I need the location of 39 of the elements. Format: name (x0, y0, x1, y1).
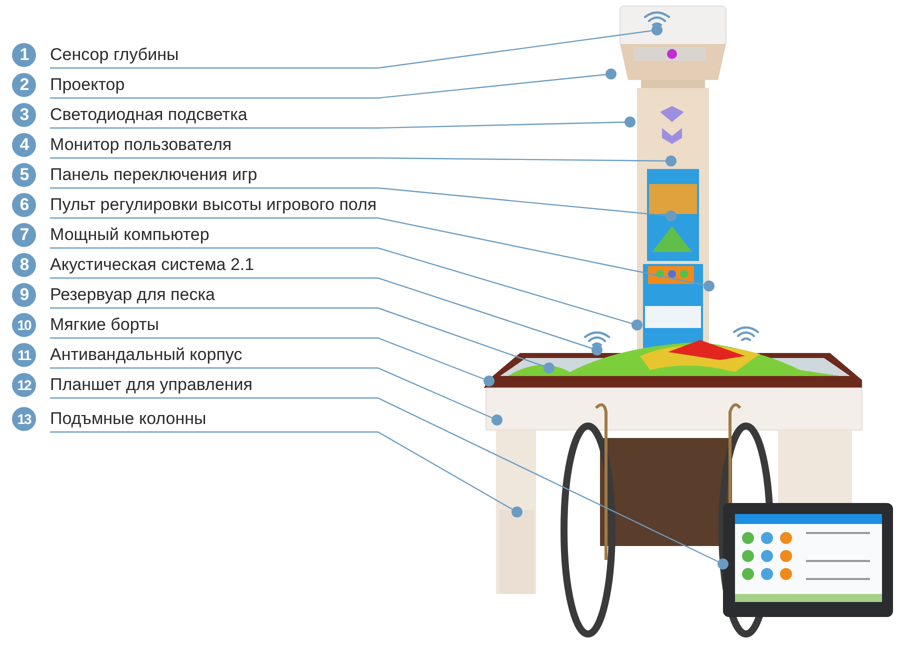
leader-line (50, 247, 642, 330)
callout-label: Монитор пользователя (50, 135, 232, 155)
callout-number: 1 (12, 43, 36, 67)
leader-line (50, 217, 714, 292)
leader-line (50, 277, 602, 356)
callout-number: 8 (12, 253, 36, 277)
callout-number: 6 (12, 193, 36, 217)
callout-number: 9 (12, 283, 36, 307)
callout-label: Мягкие борты (50, 315, 159, 335)
leader-line (50, 116, 636, 129)
leader-line (50, 337, 494, 386)
leader-line (50, 307, 554, 374)
callout-number: 3 (12, 103, 36, 127)
callout-label: Сенсор глубины (50, 45, 179, 65)
callout-label: Пульт регулировки высоты игрового поля (50, 195, 377, 215)
callout-number: 12 (12, 373, 36, 397)
callout-number: 5 (12, 163, 36, 187)
leader-line (50, 24, 662, 69)
callout-label: Мощный компьютер (50, 225, 210, 245)
leader-line (50, 397, 728, 570)
leader-line (50, 156, 676, 166)
callout-label: Антивандальный корпус (50, 345, 242, 365)
leader-line (50, 431, 522, 518)
callout-number: 4 (12, 133, 36, 157)
callout-number: 13 (12, 407, 36, 431)
callout-label: Проектор (50, 75, 125, 95)
callout-label: Панель переключения игр (50, 165, 258, 185)
leader-line (50, 187, 676, 222)
callout-number: 11 (12, 343, 36, 367)
callout-label: Акустическая система 2.1 (50, 255, 254, 275)
callout-label: Резервуар для песка (50, 285, 215, 305)
callout-label: Светодиодная подсветка (50, 105, 248, 125)
leader-line (50, 68, 616, 99)
callout-number: 10 (12, 313, 36, 337)
callout-number: 7 (12, 223, 36, 247)
callout-label: Планшет для управления (50, 375, 253, 395)
callout-label: Подъмные колонны (50, 409, 206, 429)
leader-line (50, 367, 502, 426)
callout-number: 2 (12, 73, 36, 97)
